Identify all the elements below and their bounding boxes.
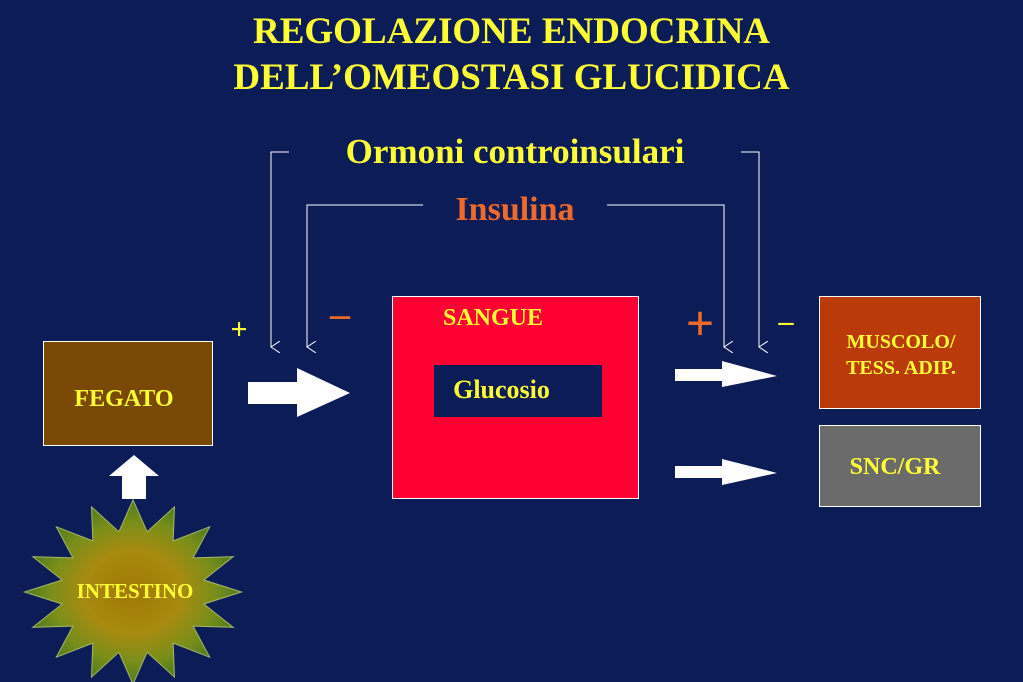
intestine-starburst — [22, 498, 244, 682]
intestine-label: INTESTINO — [76, 579, 194, 603]
muscle-label-line-1: MUSCOLO/ — [846, 331, 956, 353]
blood-to-muscle-arrow — [675, 361, 777, 387]
glucose-box: Glucosio — [434, 365, 602, 417]
insulin-feedback-line — [307, 204, 724, 347]
hormones-liver-sign: + — [230, 313, 248, 346]
liver-to-blood-arrow — [248, 368, 350, 417]
hormones-label: Ormoni controinsulari — [345, 132, 685, 171]
title-line-1: REGOLAZIONE ENDOCRINA — [252, 11, 771, 52]
muscle-label-line-2: TESS. ADIP. — [846, 357, 956, 379]
liver-label: FEGATO — [74, 386, 174, 412]
glucose-label: Glucosio — [453, 375, 550, 404]
liver-box: FEGATO — [43, 341, 213, 446]
cns-box: SNC/GR — [819, 425, 981, 507]
intestine-to-liver-arrow — [109, 455, 159, 499]
muscle-tissue-box: MUSCOLO/ TESS. ADIP. — [819, 296, 981, 409]
hormones-tissue-sign: – — [778, 305, 794, 338]
blood-label: SANGUE — [442, 305, 544, 331]
cns-label: SNC/GR — [849, 454, 941, 480]
hormones-feedback-line — [271, 151, 759, 347]
blood-to-cns-arrow — [675, 459, 777, 485]
insulin-label: Insulina — [455, 191, 575, 228]
insulin-tissue-sign: + — [685, 295, 715, 351]
blood-box: SANGUE Glucosio — [392, 296, 639, 499]
insulin-liver-sign: – — [330, 291, 350, 336]
title-line-2: DELL’OMEOSTASI GLUCIDICA — [233, 57, 790, 98]
